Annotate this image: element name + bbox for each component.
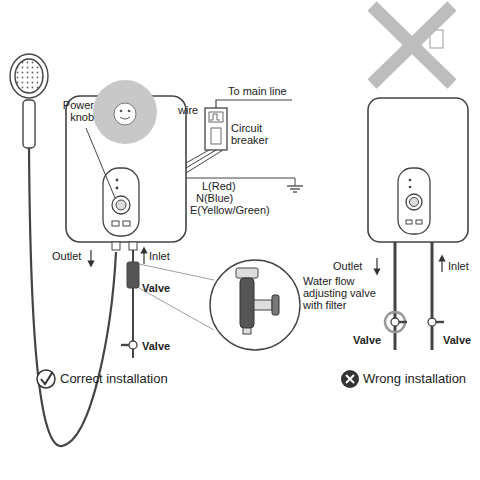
drawing-part — [186, 150, 216, 168]
drawing-part — [410, 198, 419, 207]
wires — [186, 150, 303, 192]
drawing-part — [406, 194, 422, 210]
drawing-part — [123, 221, 130, 226]
drawing-part — [341, 370, 359, 388]
drawing-part — [290, 188, 300, 189]
check-icon — [37, 370, 55, 388]
drawing-part — [186, 150, 223, 173]
circuit-breaker — [205, 100, 292, 150]
drawing-part — [398, 168, 430, 234]
flow-arrow — [376, 258, 377, 272]
drawing-part — [139, 288, 214, 330]
drawing-part — [112, 221, 119, 226]
inlet-pipe — [121, 250, 139, 358]
part-name: Circuit breaker — [231, 122, 279, 146]
drawing-part — [139, 264, 214, 280]
drawing-part — [431, 242, 434, 350]
drawing-part — [120, 110, 123, 113]
part-name: Power knob — [54, 99, 94, 123]
flow-valve — [127, 262, 139, 288]
pipe-label: Inlet — [149, 250, 170, 262]
drawing-part — [216, 100, 292, 108]
drawing-part — [121, 344, 129, 346]
drawing-part — [436, 321, 444, 323]
wire-label: wire — [178, 104, 198, 116]
drawing-part — [293, 191, 297, 192]
caption-label: Wrong installation — [363, 371, 466, 387]
water-heater — [368, 6, 468, 242]
drawing-part — [37, 370, 55, 388]
drawing-part — [132, 250, 134, 262]
drawing-part — [272, 295, 279, 315]
drawing-part — [116, 179, 119, 182]
valve-detail — [139, 260, 300, 350]
drawing-part — [416, 220, 422, 224]
drawing-part — [240, 278, 254, 328]
drawing-part — [114, 103, 136, 125]
valve-label: Valve — [443, 334, 471, 346]
pipe-label: Outlet — [52, 250, 81, 262]
leader-line — [86, 128, 115, 198]
drawing-part — [209, 112, 223, 122]
drawing-part — [391, 318, 399, 326]
cross-mark — [372, 6, 452, 84]
wire-label: To main line — [228, 85, 287, 97]
drawing-part — [409, 186, 412, 189]
drawing-part — [10, 54, 48, 98]
drawing-part — [399, 321, 407, 323]
valve-label: Valve — [142, 340, 170, 352]
drawing-part — [116, 200, 126, 210]
cross-mark — [372, 6, 452, 84]
pipe-label: Outlet — [333, 260, 362, 272]
drawing-part — [254, 300, 272, 310]
drawing-part — [236, 268, 258, 278]
stop-valve — [129, 341, 137, 349]
drawing-part — [128, 110, 131, 113]
wire-label: E(Yellow/Green) — [190, 204, 270, 216]
pipes — [385, 242, 444, 350]
valve-label: Valve — [353, 334, 381, 346]
drawing-part — [120, 117, 130, 119]
drawing-part — [112, 242, 120, 250]
flow-arrow — [441, 258, 442, 272]
cross-icon — [341, 370, 359, 388]
power-knob — [112, 196, 130, 214]
drawing-part — [41, 373, 52, 384]
drawing-part — [243, 328, 251, 334]
pipe-label: Inlet — [448, 260, 469, 272]
callout-note: Water flow adjusting valve with filter — [303, 275, 395, 311]
drawing-part — [409, 179, 412, 182]
drawing-part — [346, 375, 354, 383]
wire-label: N(Blue) — [196, 192, 233, 204]
drawing-part — [368, 98, 468, 242]
drawing-part — [406, 220, 412, 224]
caption-label: Correct installation — [60, 371, 168, 387]
drawing-part — [15, 59, 43, 93]
drawing-part — [129, 242, 137, 250]
highlight-circle — [93, 80, 157, 144]
drawing-part — [287, 185, 303, 186]
valve-label: Valve — [142, 282, 170, 294]
drawing-part — [210, 260, 300, 350]
flow-arrow — [143, 250, 144, 264]
wire-label: L(Red) — [202, 180, 236, 192]
drawing-part — [211, 128, 221, 144]
drawing-part — [186, 178, 295, 179]
drawing-part — [23, 100, 35, 148]
drawing-part — [116, 187, 119, 190]
drawing-part — [394, 242, 397, 350]
drawing-part — [205, 108, 227, 150]
drawing-part — [295, 178, 296, 186]
drawing-part — [103, 168, 139, 236]
drawing-part — [210, 114, 220, 120]
drawing-part — [428, 318, 436, 326]
flow-arrow — [90, 250, 91, 264]
